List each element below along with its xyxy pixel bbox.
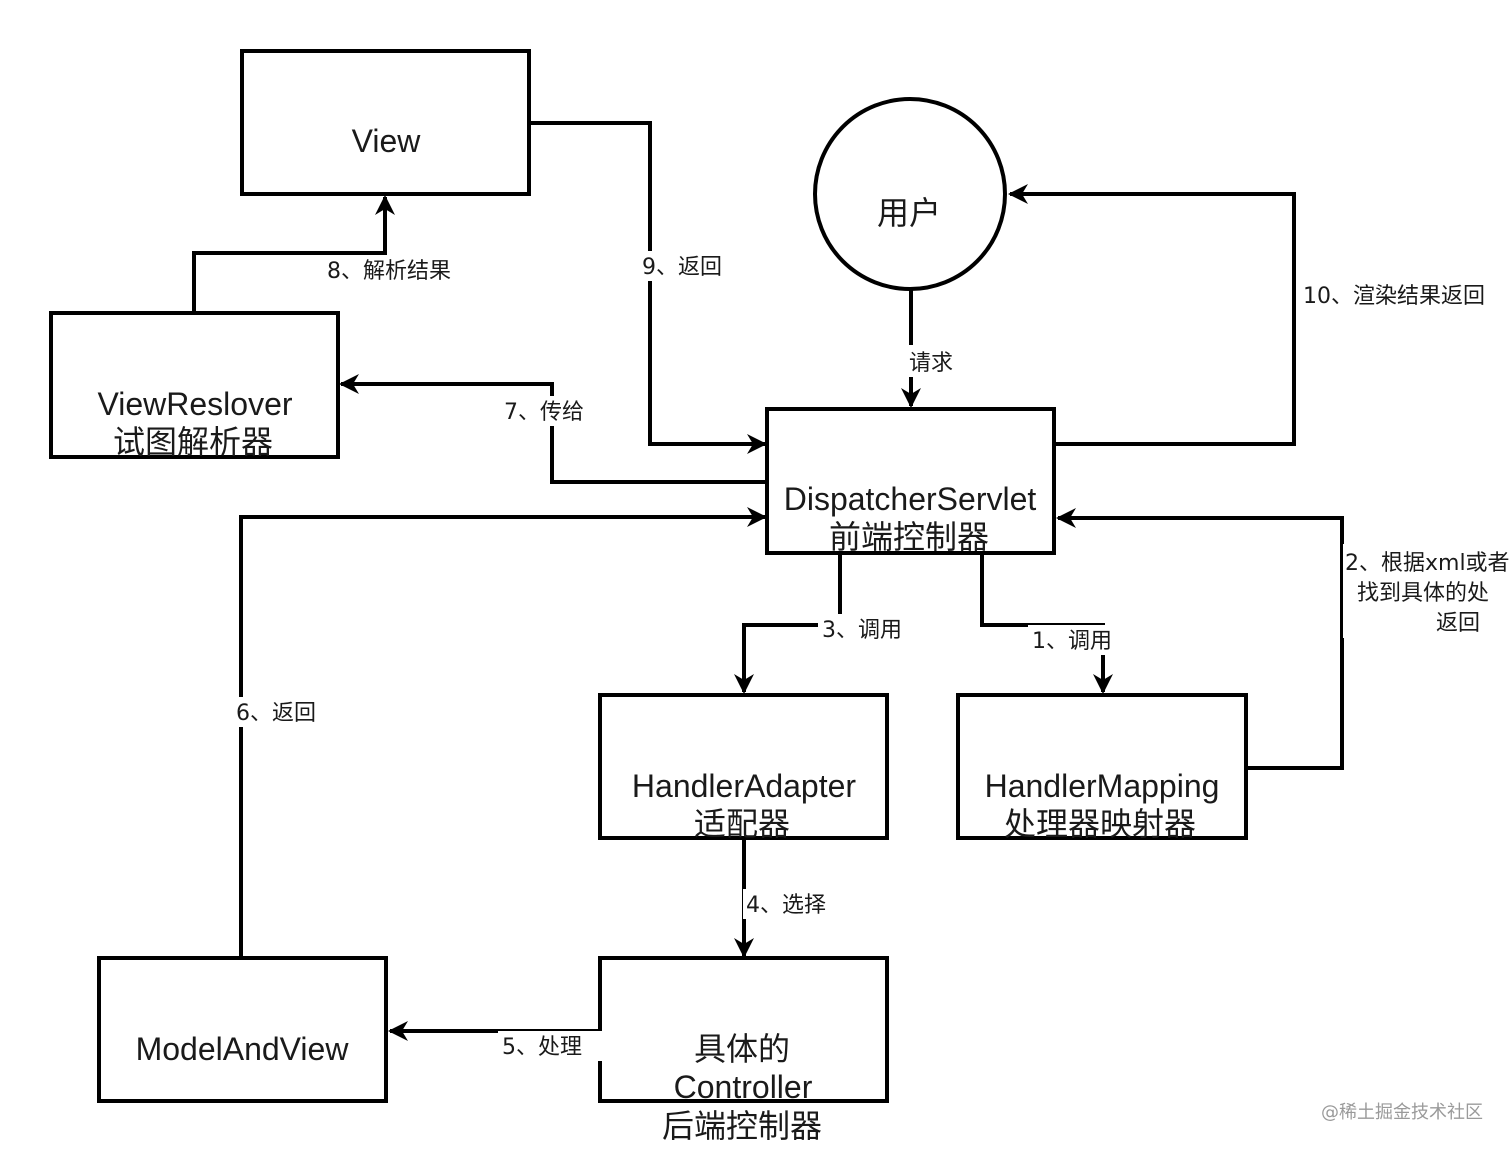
edge-label-step6: 6、返回	[236, 701, 316, 726]
view-resolver-label-en: ViewReslover	[97, 386, 292, 422]
edge-step3-arrow	[734, 553, 842, 694]
watermark: @稀土掘金技术社区	[1321, 1102, 1483, 1123]
controller-label-line3: 后端控制器	[662, 1108, 822, 1144]
edge-label-step5: 5、处理	[502, 1035, 582, 1060]
view-box	[240, 49, 531, 196]
user-circle	[813, 97, 1007, 291]
edge-label-step8: 8、解析结果	[327, 259, 451, 284]
view-resolver-label-zh: 试图解析器	[113, 424, 273, 460]
node-labels: View ViewReslover 试图解析器 用户 DispatcherSer…	[97, 123, 1219, 1144]
view-label: View	[352, 123, 422, 159]
handler-adapter-label-zh: 适配器	[694, 806, 790, 842]
dispatcher-box	[765, 407, 1056, 555]
model-and-view-box	[97, 956, 388, 1103]
model-and-view-label: ModelAndView	[136, 1031, 350, 1067]
edge-label-step4: 4、选择	[746, 893, 826, 918]
handler-mapping-label-zh: 处理器映射器	[1004, 806, 1196, 842]
edge-label-step10: 10、渲染结果返回	[1303, 284, 1485, 309]
dispatcher-label-en: DispatcherServlet	[784, 481, 1037, 517]
edge-label-step1: 1、调用	[1032, 629, 1112, 654]
edge-step10-arrow	[1008, 184, 1296, 446]
handler-mapping-box	[956, 693, 1248, 840]
edge-label-request: 请求	[909, 351, 953, 376]
edge-labels: 请求 1、调用 2、根据xml或者 找到具体的处 返回 3、调用 4、选择 5、…	[232, 251, 1512, 1061]
handler-adapter-label-en: HandlerAdapter	[632, 768, 856, 804]
user-label: 用户	[877, 195, 941, 231]
edge-step1-arrow	[980, 553, 1113, 694]
edge-step2-arrow	[1056, 508, 1344, 770]
edge-label-step2-line3: 返回	[1436, 611, 1480, 636]
edge-label-step2-line2: 找到具体的处	[1357, 581, 1489, 606]
edge-step8-arrow	[192, 195, 395, 312]
edge-label-step7: 7、传给	[504, 400, 584, 425]
edge-label-step2-line1: 2、根据xml或者	[1345, 551, 1510, 576]
handler-adapter-box	[598, 693, 889, 840]
edge-step7-arrow	[339, 374, 767, 484]
controller-label-line2: Controller	[674, 1069, 813, 1105]
edge-step6-arrow	[239, 507, 767, 958]
edge-label-step9: 9、返回	[642, 255, 722, 280]
edge-label-step3: 3、调用	[822, 618, 902, 643]
controller-box	[598, 956, 889, 1103]
handler-mapping-label-en: HandlerMapping	[985, 768, 1220, 804]
view-resolver-box	[49, 311, 340, 459]
edge-step9-arrow	[530, 121, 767, 454]
controller-label-line1: 具体的	[694, 1031, 790, 1067]
nodes	[49, 49, 1248, 1103]
dispatcher-label-zh: 前端控制器	[829, 519, 989, 555]
